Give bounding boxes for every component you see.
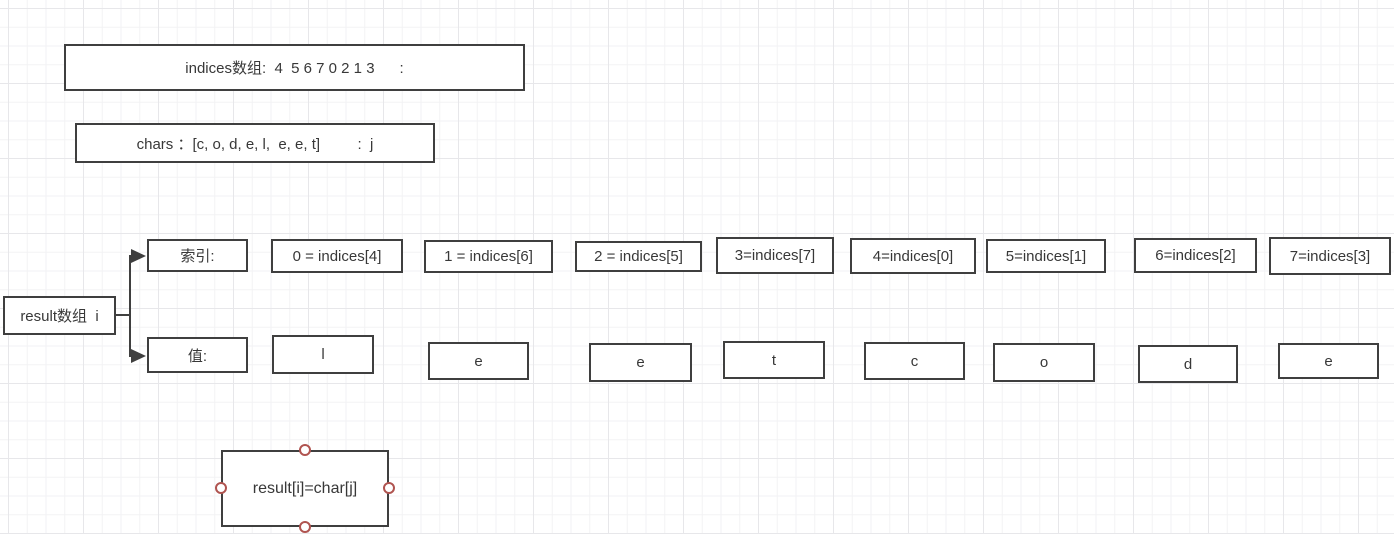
- index-cell-7[interactable]: 7=indices[3]: [1269, 237, 1391, 275]
- value-cell-3[interactable]: t: [723, 341, 825, 379]
- formula-box[interactable]: result[i]=char[j]: [221, 450, 389, 527]
- value-cell-0[interactable]: l: [272, 335, 374, 374]
- value-row-label-box[interactable]: 值:: [147, 337, 248, 373]
- value-cell-2[interactable]: e: [589, 343, 692, 382]
- connection-handle-bottom[interactable]: [299, 521, 311, 533]
- index-cell-5[interactable]: 5=indices[1]: [986, 239, 1106, 273]
- connection-handle-left[interactable]: [215, 482, 227, 494]
- chars-array-box[interactable]: chars ：[c, o, d, e, l, e, e, t] : j: [75, 123, 435, 163]
- value-cell-1[interactable]: e: [428, 342, 529, 380]
- value-cell-4[interactable]: c: [864, 342, 965, 380]
- index-cell-6[interactable]: 6=indices[2]: [1134, 238, 1257, 273]
- connection-handle-right[interactable]: [383, 482, 395, 494]
- tree-connector-branch[interactable]: [129, 255, 131, 357]
- arrowhead-to-value-icon: [131, 349, 146, 363]
- arrowhead-to-index-icon: [131, 249, 146, 263]
- result-array-box[interactable]: result数组 i: [3, 296, 116, 335]
- indices-array-box[interactable]: indices数组: 4 5 6 7 0 2 1 3 :: [64, 44, 525, 91]
- index-cell-1[interactable]: 1 = indices[6]: [424, 240, 553, 273]
- connection-handle-top[interactable]: [299, 444, 311, 456]
- index-row-label-box[interactable]: 索引:: [147, 239, 248, 272]
- tree-connector-stem[interactable]: [116, 314, 130, 316]
- index-cell-3[interactable]: 3=indices[7]: [716, 237, 834, 274]
- index-cell-0[interactable]: 0 = indices[4]: [271, 239, 403, 273]
- value-cell-5[interactable]: o: [993, 343, 1095, 382]
- value-cell-7[interactable]: e: [1278, 343, 1379, 379]
- value-cell-6[interactable]: d: [1138, 345, 1238, 383]
- index-cell-4[interactable]: 4=indices[0]: [850, 238, 976, 274]
- index-cell-2[interactable]: 2 = indices[5]: [575, 241, 702, 272]
